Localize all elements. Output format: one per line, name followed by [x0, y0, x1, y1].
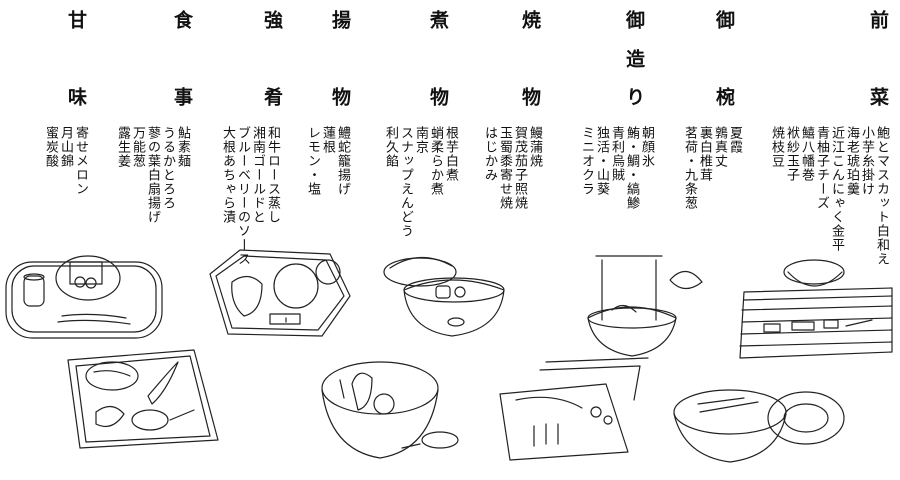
dish-item: 鮎素麺 [175, 126, 190, 168]
course-heading: 煮 物 [427, 10, 449, 106]
course-heading: 前 菜 [867, 10, 889, 106]
dish-item: 露生姜 [115, 126, 130, 168]
dish-item: 鶉真丈 [712, 126, 727, 168]
dish-item: 朝顔氷 [639, 126, 654, 168]
dish-item: 鰻蒲焼 [527, 126, 542, 168]
dish-item: 月山錦 [58, 126, 73, 168]
dish-item: 利久餡 [383, 126, 398, 168]
dish-item: 茗荷・九条葱 [682, 126, 697, 210]
shokuji-tray-illustration [67, 349, 219, 449]
course-heading: 揚 物 [329, 10, 351, 106]
dish-item: 鱚八幡巻 [799, 126, 814, 182]
owan-bowl-illustration [673, 389, 845, 463]
dish-item: スナップえんどう [398, 126, 413, 238]
dish-item: 青柚子チーズ [814, 126, 829, 210]
dish-item: 鮑とマスカット白和え [874, 126, 889, 266]
dish-item: ブルーベリーのソース [235, 126, 250, 266]
course-heading: 御 造 り [623, 10, 645, 106]
shiizakana-tray-illustration [209, 249, 351, 337]
course-otsukuri: 御 造 り [622, 10, 646, 106]
dish-item: 湘南ゴールドと [250, 126, 265, 224]
course-shiizakana: 強 肴 [260, 10, 284, 106]
course-heading: 食 事 [171, 10, 193, 106]
dish-item: 小芋糸掛け [859, 126, 874, 196]
course-items-otsukuri: 朝顔氷 鮪・鯛・縞鯵 青利烏賊 独活・山葵 ミニオクラ [564, 126, 654, 246]
dish-item: 賀茂茄子照焼 [512, 126, 527, 210]
zensai-bamboo-mat-illustration [739, 259, 893, 359]
course-nimono: 煮 物 [426, 10, 450, 106]
dish-item: 海老琥珀羹 [844, 126, 859, 196]
nimono-lidded-bowl-illustration [383, 256, 505, 337]
course-items-shokuji: 鮎素麺 うるかとろろ 蓼の葉白扇揚げ 万能葱 露生姜 [100, 126, 190, 246]
course-items-zensai: 鮑とマスカット白和え 小芋糸掛け 海老琥珀羹 近江こんにゃく金平 青柚子チーズ … [754, 126, 889, 266]
dish-item: 鱧蛇籠揚げ [335, 126, 350, 196]
dish-item: 玉蜀黍寄せ焼 [497, 126, 512, 210]
dish-item: 蜜炭酸 [43, 126, 58, 168]
course-items-nimono: 根芋白煮 蛸柔らか煮 南京 スナップえんどう 利久餡 [368, 126, 458, 246]
dish-item: 寄せメロン [73, 126, 88, 196]
dish-item: 鮪・鯛・縞鯵 [624, 126, 639, 210]
otsukuri-bucket-illustration [587, 255, 703, 357]
course-items-amami: 寄せメロン 月山錦 蜜炭酸 [34, 126, 88, 246]
course-items-yakimono: 鰻蒲焼 賀茂茄子照焼 玉蜀黍寄せ焼 はじかみ [470, 126, 542, 246]
course-amami: 甘 味 [64, 10, 88, 106]
dish-item: 焼枝豆 [769, 126, 784, 168]
dish-item: 万能葱 [130, 126, 145, 168]
dish-item: 和牛ロース蒸し [265, 126, 280, 224]
course-heading: 甘 味 [65, 10, 87, 106]
dish-illustrations [5, 249, 893, 463]
dish-item: 蓮根 [320, 126, 335, 154]
course-items-shiizakana: 和牛ロース蒸し 湘南ゴールドと ブルーベリーのソース 大根あちゃら漬 [210, 126, 280, 266]
course-shokuji: 食 事 [170, 10, 194, 106]
course-items-owan: 夏霞 鶉真丈 裏白椎茸 茗荷・九条葱 [668, 126, 742, 246]
agemono-bowl-illustration [321, 361, 459, 459]
course-yakimono: 焼 物 [518, 10, 542, 106]
dish-item: 大根あちゃら漬 [220, 126, 235, 224]
course-owan: 御 椀 [712, 10, 736, 106]
course-heading: 焼 物 [519, 10, 541, 106]
dish-item: 独活・山葵 [594, 126, 609, 196]
dish-item: 南京 [413, 126, 428, 154]
dish-item: 蛸柔らか煮 [428, 126, 443, 196]
dish-item: ミニオクラ [579, 126, 594, 196]
dish-item: レモン・塩 [305, 126, 320, 196]
course-heading: 御 椀 [713, 10, 735, 106]
dish-item: 根芋白煮 [443, 126, 458, 182]
course-zensai: 前 菜 [866, 10, 890, 106]
course-agemono: 揚 物 [328, 10, 352, 106]
dish-item: 夏霞 [727, 126, 742, 154]
dish-item: 近江こんにゃく金平 [829, 126, 844, 252]
amami-tray-illustration [5, 255, 163, 339]
dish-item: 蓼の葉白扇揚げ [145, 126, 160, 224]
dish-item: 青利烏賊 [609, 126, 624, 182]
course-items-agemono: 鱧蛇籠揚げ 蓮根 レモン・塩 [300, 126, 350, 246]
dish-item: 袱紗玉子 [784, 126, 799, 182]
course-heading: 強 肴 [261, 10, 283, 106]
dish-item: うるかとろろ [160, 126, 175, 210]
yakimono-box-illustration [499, 357, 649, 461]
dish-item: はじかみ [482, 126, 497, 182]
dish-item: 裏白椎茸 [697, 126, 712, 182]
